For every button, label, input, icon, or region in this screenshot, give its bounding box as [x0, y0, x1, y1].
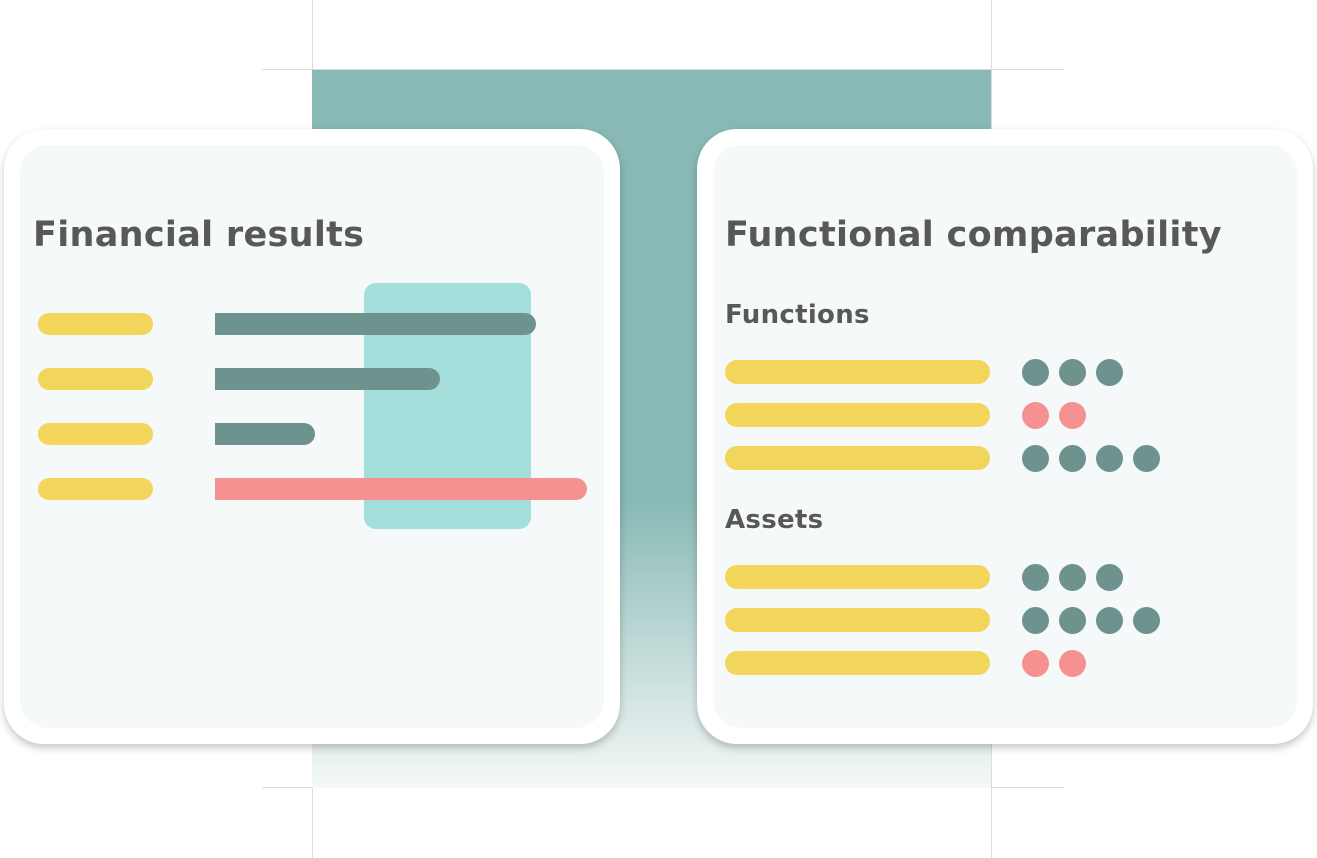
rating-dot	[1022, 564, 1049, 591]
row-label-bar	[38, 478, 153, 500]
rating-dot	[1059, 359, 1086, 386]
rating-dot	[1096, 445, 1123, 472]
row-label-bar	[725, 565, 990, 589]
row-label-bar	[38, 313, 153, 335]
rating-dot	[1096, 607, 1123, 634]
rating-dot	[1096, 359, 1123, 386]
functional-comparability-card-body: Functional comparability Functions Asset…	[713, 145, 1297, 728]
functional-comparability-title: Functional comparability	[725, 215, 1222, 255]
rating-dot	[1059, 402, 1086, 429]
rating-dot	[1022, 402, 1049, 429]
rating-dot	[1096, 564, 1123, 591]
functional-comparability-card: Functional comparability Functions Asset…	[697, 129, 1313, 744]
row-label-bar	[725, 446, 990, 470]
rating-dot	[1022, 650, 1049, 677]
rating-dot	[1059, 607, 1086, 634]
row-label-bar	[725, 403, 990, 427]
row-label-bar	[38, 368, 153, 390]
rating-dot	[1059, 564, 1086, 591]
rating-dot	[1022, 359, 1049, 386]
financial-results-card-body: Financial results	[20, 145, 604, 728]
guide-line-top	[262, 69, 1064, 70]
row-label-bar	[725, 651, 990, 675]
result-bar	[215, 423, 315, 445]
row-label-bar	[725, 608, 990, 632]
rating-dot	[1059, 650, 1086, 677]
rating-dot	[1022, 445, 1049, 472]
financial-results-card: Financial results	[4, 129, 620, 744]
rating-dot	[1133, 445, 1160, 472]
assets-section-label: Assets	[725, 505, 824, 535]
rating-dot	[1133, 607, 1160, 634]
functions-section-label: Functions	[725, 300, 870, 330]
rating-dot	[1059, 445, 1086, 472]
financial-results-title: Financial results	[33, 215, 365, 255]
row-label-bar	[725, 360, 990, 384]
result-bar	[215, 368, 440, 390]
row-label-bar	[38, 423, 153, 445]
result-bar	[215, 313, 536, 335]
rating-dot	[1022, 607, 1049, 634]
result-bar	[215, 478, 587, 500]
